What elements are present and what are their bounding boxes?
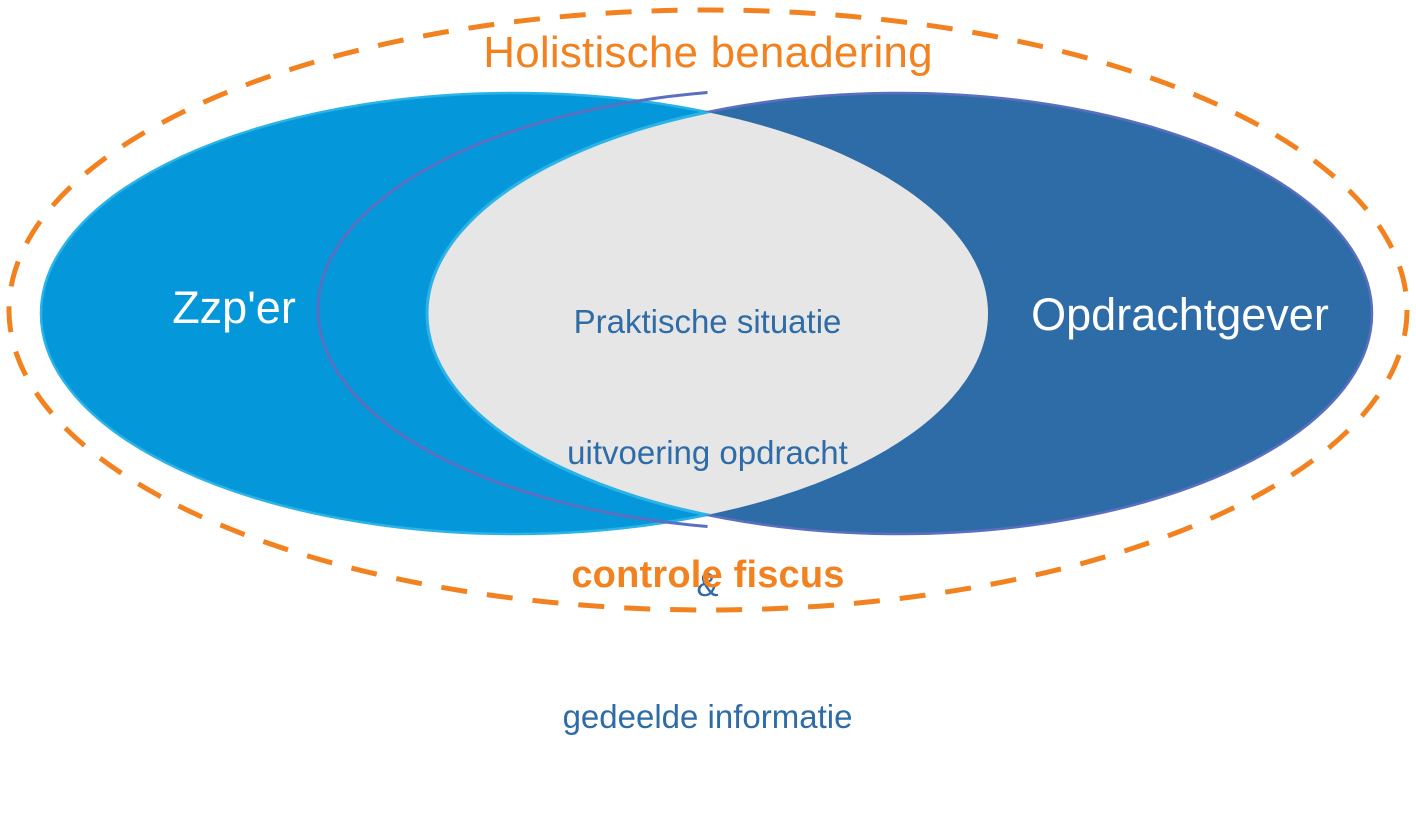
holistic-approach-title: Holistische benadering [483,28,933,77]
venn-diagram: Holistische benadering Zzp'er Opdrachtge… [6,7,1410,735]
lens-left-arc [316,91,708,528]
venn-shapes [6,7,1410,613]
intersection-text-block: Praktische situatie uitvoering opdracht … [437,212,978,826]
intersection-line-3: & [696,566,719,603]
intersection-line-4: gedeelde informatie [562,697,853,735]
intersection-line-1: Praktische situatie [573,302,842,340]
intersection-line-2: uitvoering opdracht [567,434,848,472]
outer-dashed-ellipse [6,7,1410,613]
right-set-label: Opdrachtgever [1031,289,1329,340]
left-set-label: Zzp'er [172,282,296,333]
intersection-lens [425,93,988,534]
tax-audit-caption: controle fiscus [571,554,845,596]
